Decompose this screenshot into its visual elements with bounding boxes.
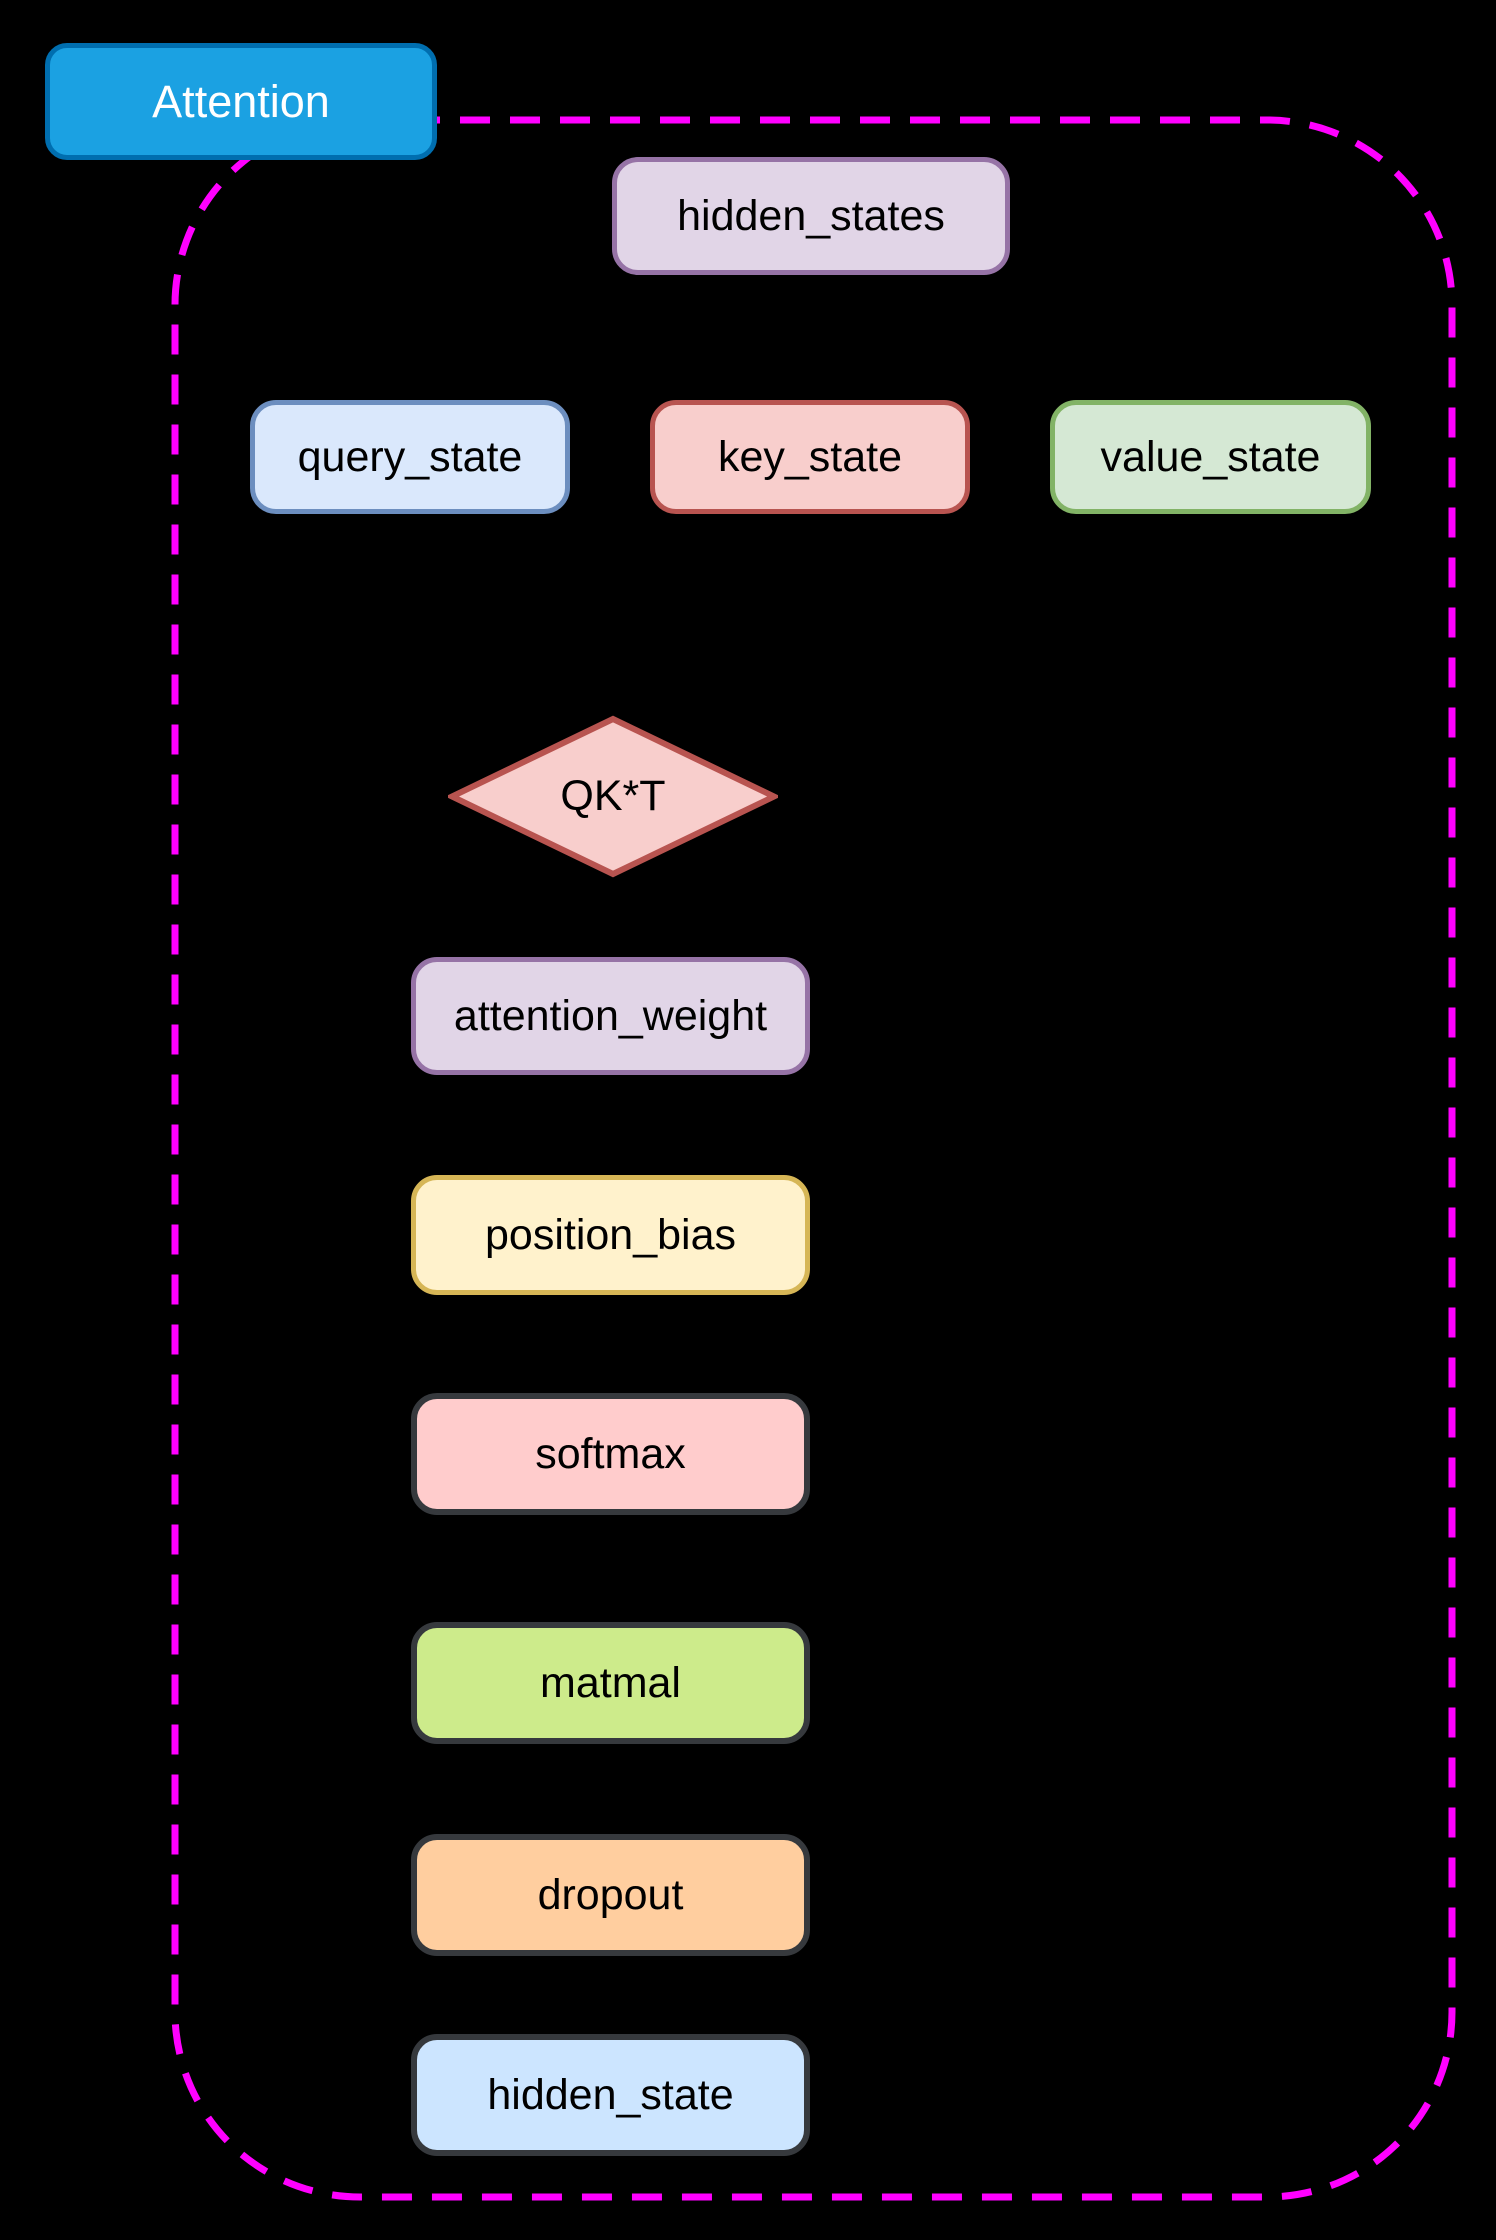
- node-dropout: dropout: [411, 1834, 810, 1956]
- node-hidden-states: hidden_states: [612, 157, 1010, 275]
- node-softmax: softmax: [411, 1393, 810, 1515]
- group-title-attention: Attention: [45, 43, 437, 160]
- node-qkt-diamond: QK*T: [448, 715, 778, 878]
- node-attention-weight: attention_weight: [411, 957, 810, 1075]
- node-qkt-label: QK*T: [560, 772, 666, 820]
- node-key-state: key_state: [650, 400, 970, 514]
- node-position-bias: position_bias: [411, 1175, 810, 1295]
- node-query-state: query_state: [250, 400, 570, 514]
- node-value-state: value_state: [1050, 400, 1371, 514]
- node-matmal: matmal: [411, 1622, 810, 1744]
- node-hidden-state: hidden_state: [411, 2034, 810, 2156]
